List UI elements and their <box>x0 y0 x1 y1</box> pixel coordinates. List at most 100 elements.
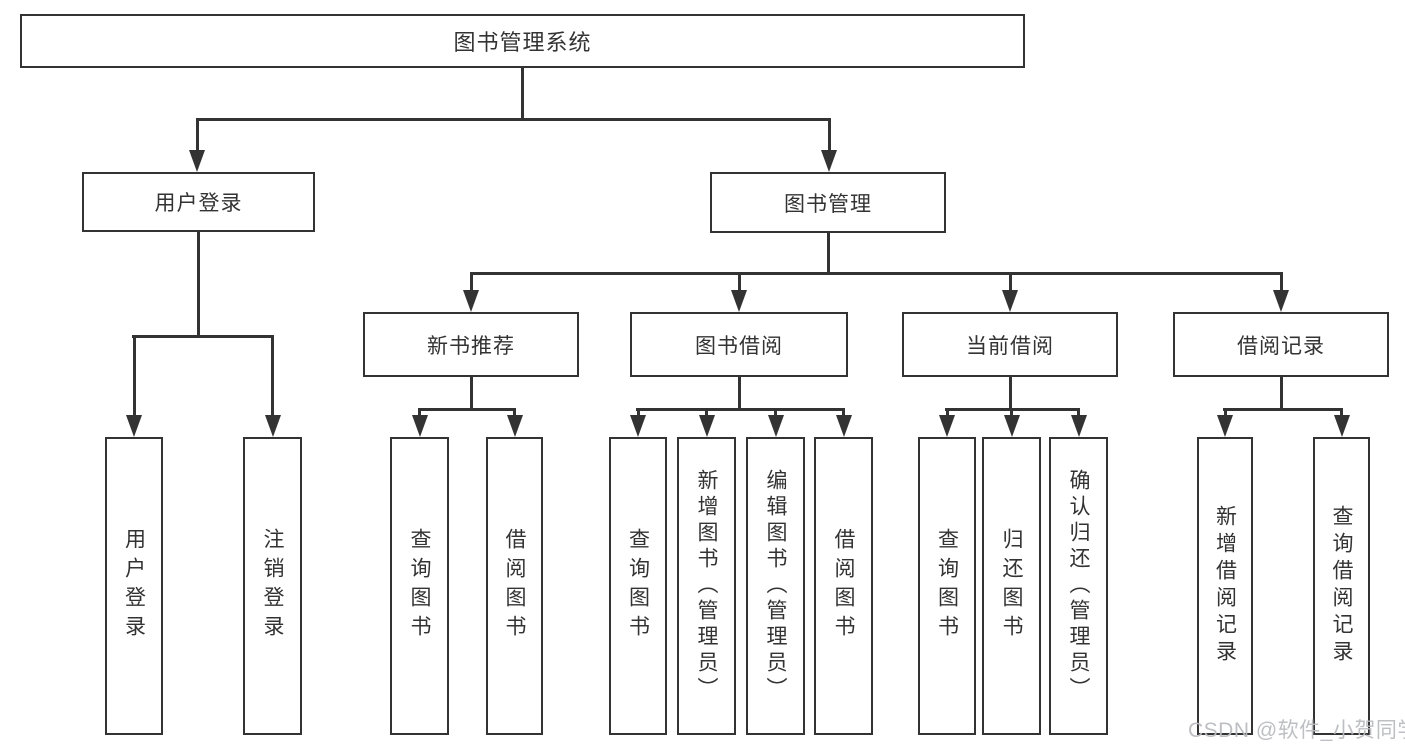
leaf-g2-edit-book-admin: 编辑图书（管理员） <box>746 437 805 735</box>
node-root: 图书管理系统 <box>20 14 1025 68</box>
leaf-g2-query-book: 查询图书 <box>609 437 667 735</box>
arrow-stem <box>195 118 199 150</box>
arrow-stem <box>469 272 473 290</box>
arrow-down-icon <box>1217 415 1233 437</box>
node-book-borrow: 图书借阅 <box>630 312 848 377</box>
connector-g2-splitter <box>636 408 845 411</box>
arrow-down-icon <box>1003 415 1020 437</box>
arrow-stem <box>774 408 777 415</box>
arrow-down-icon <box>698 415 715 437</box>
connector-arrow-g3-c2 <box>1003 408 1020 437</box>
arrow-down-icon <box>411 415 428 437</box>
connector-arrow-g1-c1 <box>411 408 428 437</box>
connector-arrow-book-mgmt <box>821 118 837 172</box>
leaf-user-login: 用户登录 <box>105 437 163 735</box>
leaf-g1-query-book-label: 查询图书 <box>408 528 431 644</box>
connector-arrow-g2-c4 <box>835 408 852 437</box>
connector-g4-stem <box>1279 377 1283 408</box>
leaf-g1-borrow-book: 借阅图书 <box>486 437 543 735</box>
node-new-book-rec-label: 新书推荐 <box>427 334 515 358</box>
connector-g3-stem <box>1008 377 1012 408</box>
connector-g4-splitter <box>1223 408 1343 411</box>
arrow-stem <box>1010 408 1013 415</box>
leaf-g4-add-record: 新增借阅记录 <box>1197 437 1253 735</box>
leaf-g1-borrow-book-label: 借阅图书 <box>503 528 526 644</box>
node-new-book-rec: 新书推荐 <box>363 312 579 377</box>
leaf-g2-borrow-book: 借阅图书 <box>814 437 873 735</box>
arrow-stem <box>842 408 845 415</box>
connector-arrow-borrow-records <box>1273 272 1289 312</box>
connector-user-login-splitter <box>132 335 274 338</box>
arrow-down-icon <box>630 415 646 437</box>
connector-arrow-g2-c1 <box>630 408 646 437</box>
node-current-borrow-label: 当前借阅 <box>966 334 1054 358</box>
arrow-stem <box>945 408 949 415</box>
arrow-down-icon <box>1002 290 1018 312</box>
csdn-watermark: CSDN @软件_小贺同学 <box>1188 719 1405 742</box>
connector-arrow-new-book <box>463 272 479 312</box>
arrow-stem <box>1077 408 1080 415</box>
arrow-down-icon <box>1333 415 1350 437</box>
node-book-mgmt-label: 图书管理 <box>784 192 872 216</box>
node-book-borrow-label: 图书借阅 <box>695 334 783 358</box>
leaf-g4-query-record: 查询借阅记录 <box>1313 437 1370 735</box>
arrow-stem <box>1223 408 1227 415</box>
node-book-mgmt: 图书管理 <box>710 172 946 233</box>
leaf-g1-query-book: 查询图书 <box>390 437 449 735</box>
connector-arrow-g3-c1 <box>939 408 955 437</box>
connector-arrow-leaf-user-login <box>126 335 142 437</box>
leaf-g4-add-record-label: 新增借阅记录 <box>1213 505 1237 667</box>
connector-root-stem <box>520 68 524 118</box>
arrow-down-icon <box>821 150 837 172</box>
arrow-down-icon <box>264 415 281 437</box>
arrow-stem <box>271 335 274 415</box>
node-user-login: 用户登录 <box>82 172 315 232</box>
arrow-stem <box>705 408 708 415</box>
arrow-down-icon <box>939 415 955 437</box>
leaf-g2-add-book-admin: 新增图书（管理员） <box>677 437 736 735</box>
arrow-down-icon <box>126 415 142 437</box>
connector-arrow-g2-c3 <box>767 408 784 437</box>
leaf-g2-add-book-admin-label: 新增图书（管理员） <box>695 469 718 703</box>
arrow-down-icon <box>731 290 747 312</box>
node-root-label: 图书管理系统 <box>453 30 592 55</box>
leaf-g3-return-book: 归还图书 <box>982 437 1041 735</box>
connector-g2-stem <box>737 377 741 408</box>
leaf-g3-confirm-return-admin-label: 确认归还（管理员） <box>1067 469 1090 703</box>
connector-arrow-current-borrow <box>1002 272 1018 312</box>
arrow-down-icon <box>189 150 205 172</box>
connector-arrow-g2-c2 <box>698 408 715 437</box>
connector-book-mgmt-splitter <box>469 272 1283 275</box>
connector-arrow-book-borrow <box>731 272 747 312</box>
leaf-g3-return-book-label: 归还图书 <box>1000 528 1023 644</box>
connector-arrow-g1-c2 <box>506 408 523 437</box>
leaf-g3-query-book: 查询图书 <box>918 437 976 735</box>
connector-arrow-g4-c1 <box>1217 408 1233 437</box>
connector-root-splitter <box>195 118 831 121</box>
arrow-stem <box>1008 272 1012 290</box>
node-borrow-records-label: 借阅记录 <box>1237 334 1325 358</box>
connector-arrow-user-login <box>189 118 205 172</box>
leaf-user-login-label: 用户登录 <box>122 528 146 644</box>
arrow-stem <box>1340 408 1343 415</box>
arrow-stem <box>827 118 831 150</box>
connector-user-login-stem <box>196 232 200 335</box>
arrow-stem <box>132 335 136 415</box>
leaf-g2-edit-book-admin-label: 编辑图书（管理员） <box>764 469 787 703</box>
leaf-g3-query-book-label: 查询图书 <box>935 528 959 644</box>
leaf-logout-label: 注销登录 <box>261 528 284 644</box>
leaf-g2-borrow-book-label: 借阅图书 <box>832 528 855 644</box>
connector-arrow-g4-c2 <box>1333 408 1350 437</box>
connector-book-mgmt-stem <box>826 233 830 272</box>
arrow-down-icon <box>767 415 784 437</box>
arrow-down-icon <box>1070 415 1087 437</box>
arrow-stem <box>418 408 421 415</box>
connector-arrow-g3-c3 <box>1070 408 1087 437</box>
connector-arrow-leaf-logout <box>264 335 281 437</box>
node-borrow-records: 借阅记录 <box>1173 312 1389 377</box>
leaf-g4-query-record-label: 查询借阅记录 <box>1330 505 1353 667</box>
arrow-stem <box>737 272 741 290</box>
arrow-stem <box>1279 272 1283 290</box>
connector-g1-stem <box>469 377 473 408</box>
